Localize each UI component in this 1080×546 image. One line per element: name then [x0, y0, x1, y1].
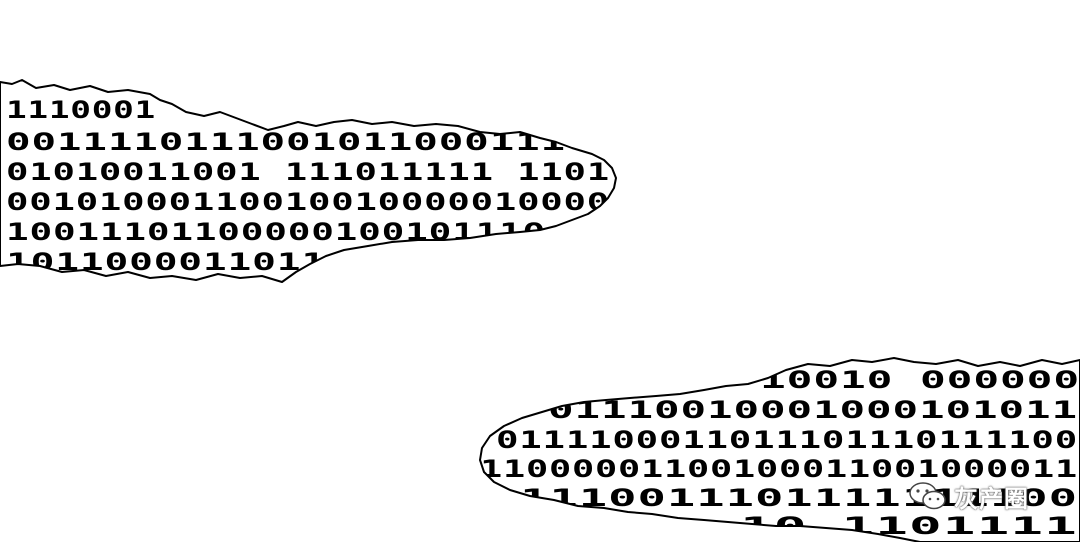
wechat-icon [909, 482, 946, 510]
binary-line: 1110011101111111100 [520, 484, 1078, 512]
binary-line: 1110001 [6, 96, 156, 124]
binary-line: 10011101100000100101110 [6, 218, 546, 246]
binary-line: 1011000011011 [6, 248, 326, 276]
binary-line: 00101000110010010000010000 [6, 188, 610, 216]
binary-strip-top: 1110001 0011110111001011000111 010100110… [6, 96, 610, 276]
watermark-text: 灰产圈 [954, 484, 1029, 513]
binary-strip-bottom: 10010 000000 01110010001000101011 011110… [480, 366, 1080, 540]
watermark: 灰产圈 [908, 478, 1029, 514]
binary-line: 01010011001 111011111 1101 [6, 158, 610, 186]
binary-line: 10010 000000 [760, 366, 1080, 394]
binary-line: 0111100011011101110111100 [496, 426, 1078, 454]
binary-line: 01110010001000101011 [548, 396, 1078, 424]
binary-line: 11000001100100011001000011 [480, 455, 1078, 483]
binary-line: 0011110111001011000111 [6, 128, 566, 156]
